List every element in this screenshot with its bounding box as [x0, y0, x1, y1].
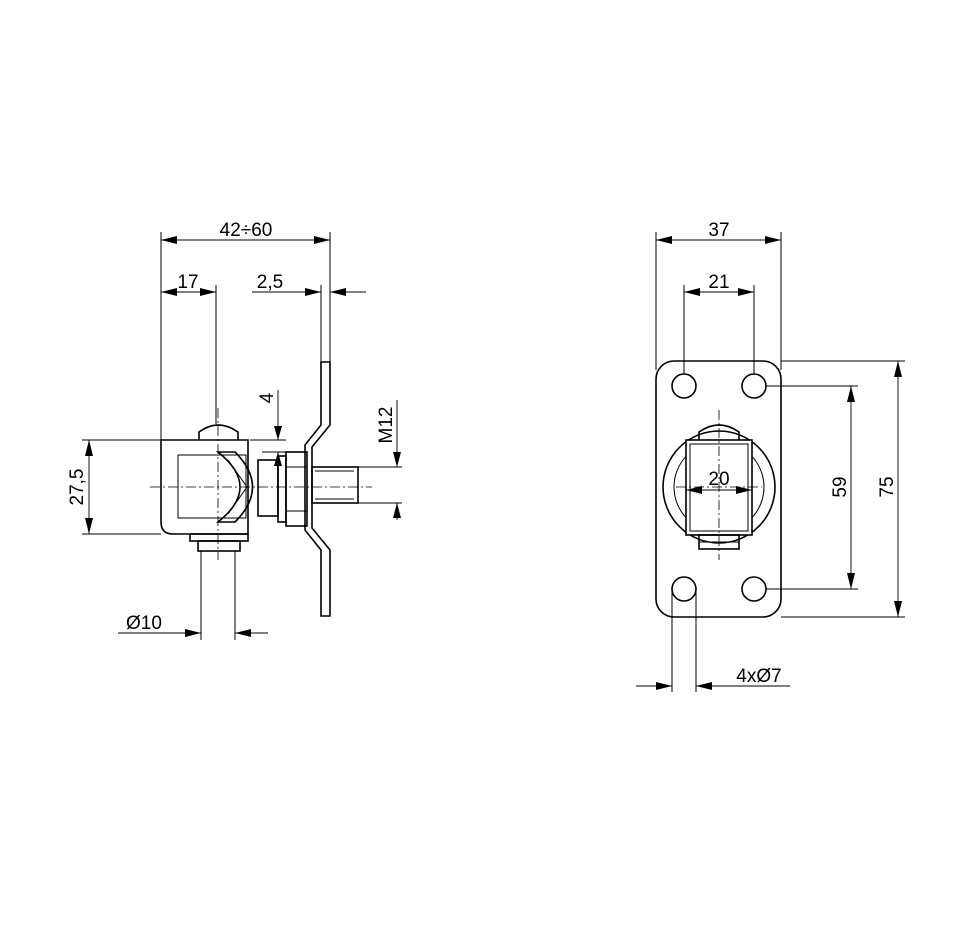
- threaded-stud: [311, 466, 359, 504]
- dim-plate-thickness-label: 2,5: [257, 272, 283, 293]
- pin-head-top: [198, 424, 239, 440]
- dim-plate-width-label: 37: [708, 220, 729, 241]
- mounting-hole-bottom-left: [671, 576, 697, 602]
- mounting-hole-top-left: [671, 373, 697, 399]
- pin-bottom-washer: [189, 533, 249, 542]
- pin-bottom-head: [197, 540, 241, 552]
- dim-holes-label: 4xØ7: [736, 666, 781, 687]
- side-view: 42÷60 17 2,5 4 M12 27,5 Ø10: [67, 220, 402, 640]
- dim-thread-label: M12: [376, 407, 397, 444]
- dim-hole-spacing-v-label: 59: [830, 476, 851, 497]
- dim-gap-label: 4: [257, 392, 278, 403]
- dim-overall-label: 42÷60: [220, 220, 273, 241]
- dim-eye-height-label: 27,5: [67, 469, 88, 506]
- dim-eye-width-label: 20: [708, 469, 729, 490]
- ball-neck: [257, 459, 279, 517]
- dim-hole-spacing-h-label: 21: [708, 272, 729, 293]
- eye-inner: [177, 454, 247, 519]
- mounting-hole-bottom-right: [741, 576, 767, 602]
- dim-pin-label: Ø10: [126, 613, 162, 634]
- hex-nut: [285, 451, 308, 527]
- mounting-hole-top-right: [741, 373, 767, 399]
- front-view: 37 21 20 59 75 4xØ7: [636, 220, 905, 692]
- side-mounting-plate: [304, 361, 331, 617]
- dim-eye-offset-label: 17: [177, 272, 198, 293]
- front-mounting-plate: [655, 360, 782, 618]
- ball-joint: [215, 451, 254, 523]
- dim-plate-height-label: 75: [877, 476, 898, 497]
